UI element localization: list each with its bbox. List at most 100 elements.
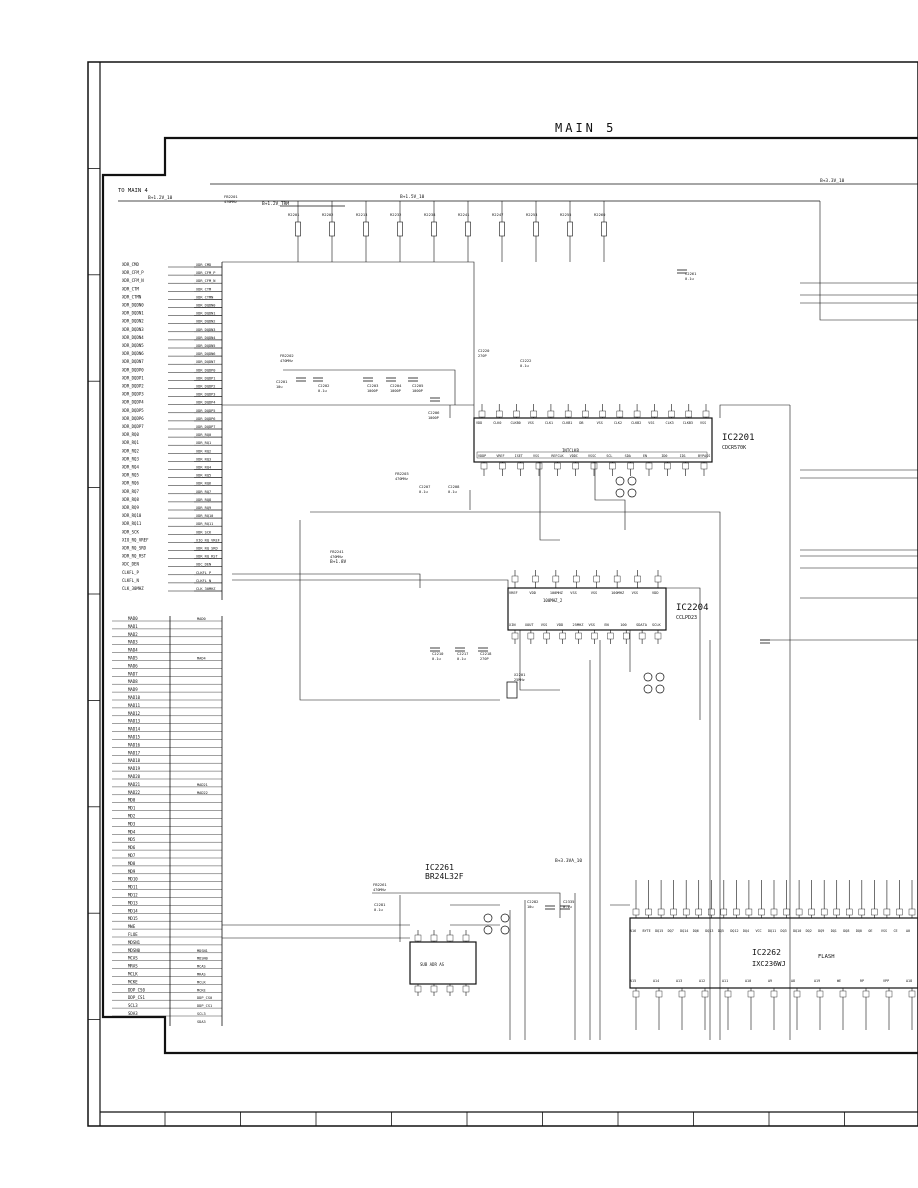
bus-signal-label-inner: XDR_DQDP3	[196, 393, 215, 397]
ic-pin-label: 25MHZ	[573, 623, 585, 627]
mad-signal-label: MRAS	[128, 964, 138, 969]
component-ref: C2201	[276, 379, 288, 384]
mad-signal-label-inner: MCLK	[197, 980, 206, 984]
bus-signal-label: XDR_DQDN7	[122, 359, 144, 364]
transistor-symbols	[483, 476, 665, 935]
resistor-ref: R2213	[356, 212, 367, 217]
bus-signal-label: XDR_SCK	[122, 529, 139, 534]
bus-signal-label: XDR_DQDN3	[122, 327, 144, 332]
bus-signal-label: XDR_DQDN6	[122, 351, 144, 356]
bus-signal-label-inner: XDR_DQDP2	[196, 385, 215, 389]
ic-pin-label: CLKB0	[510, 421, 520, 425]
mad-signal-label: MCAS	[128, 956, 138, 961]
ic-pin-label: DQ14	[680, 929, 688, 933]
mad-signal-label: MAD16	[128, 742, 141, 747]
mad-signal-label: MCLK	[128, 972, 138, 977]
ic-pin-label: DQ6	[693, 929, 699, 933]
component-ref: C2206	[428, 410, 440, 415]
ic-pin-label: BYTE	[643, 929, 651, 933]
outer-border	[87, 61, 918, 1127]
bus-signal-label: XDR_RQ11	[122, 521, 142, 526]
mad-signal-label: MAD15	[128, 735, 141, 740]
bus-signal-label-inner: XDR_DQDP7	[196, 425, 215, 429]
power-net-label: B+1.5V_10	[400, 194, 425, 200]
ic-pin-label: VSS	[881, 929, 887, 933]
mad-signal-label: MAD6	[128, 663, 138, 668]
mad-signal-label: MD3	[128, 821, 136, 826]
power-net-label: B+3.3VA_10	[555, 858, 582, 864]
component-ref: FB2261	[373, 882, 387, 887]
ic-pin-label: DB	[579, 421, 583, 425]
bus-signal-label-inner: XDR_DQDN4	[196, 336, 215, 340]
ic-pin-label: VSS	[700, 421, 706, 425]
ic-pin-label: DQ12	[730, 929, 738, 933]
mad-signal-label-inner: MCKE	[197, 988, 206, 992]
bus-signal-label: XDR_DQDN0	[122, 303, 144, 308]
ic-pin-label: VSSC	[588, 454, 596, 458]
mad-signal-label-inner: MRAS	[197, 973, 206, 977]
mad-signal-label: SDA3	[128, 1011, 138, 1016]
ic-pin-label: VPP	[883, 979, 889, 983]
ic-pin-label: VSS	[533, 454, 539, 458]
bus-signal-label-inner: XDR_RQ4	[196, 466, 211, 470]
mad-signal-label: MWE	[128, 924, 136, 929]
side-grid-ticks	[88, 61, 100, 1020]
component-ref: FB2241	[330, 549, 344, 554]
ic-pin-label: ISET	[515, 454, 523, 458]
ic-pin-label: A10	[745, 979, 751, 983]
component-ref: C2204	[390, 383, 402, 388]
mad-signal-label: MD9	[128, 869, 136, 874]
mad-signal-label: MD15	[128, 916, 138, 921]
mad-signal-label: MAD13	[128, 719, 141, 724]
ic-pin-label: RP	[860, 979, 864, 983]
component-value: 0.1u	[419, 490, 428, 494]
component-value: 270P	[478, 354, 487, 358]
ic-pin-label: VSS	[588, 623, 595, 627]
mad-signal-label: MD8	[128, 861, 136, 866]
mad-signal-label: MD1	[128, 806, 136, 811]
ic-pin-label: VSS	[541, 623, 548, 627]
bus-signal-label-inner: XDR_RQ7	[196, 490, 211, 494]
ic-part: CCLPD23	[676, 615, 697, 621]
ic-ref: IC2201	[722, 433, 755, 443]
bus-signal-label: CLKFL_P	[122, 570, 139, 575]
bus-signal-label: XDR_RQ8	[122, 497, 139, 502]
bus-signal-label-inner: XDR_RQ5	[196, 474, 211, 478]
bus-signal-label: XDR_RQ_RST	[122, 554, 147, 559]
bus-signal-label: XDR_RQ6	[122, 481, 139, 486]
ic-pin-label: VDD	[652, 591, 659, 595]
component-ref: C2261	[685, 271, 697, 276]
to-main-label: TO MAIN 4	[118, 188, 148, 194]
bus-signal-label: XDR_RQ_SRD	[122, 546, 147, 551]
ic-pin-label: A0	[906, 929, 910, 933]
mad-signal-label: MAD14	[128, 727, 141, 732]
mad-signal-label: MAD4	[128, 648, 138, 653]
ic-pin-label: CLKB3	[683, 421, 693, 425]
resistor-ref: R2253	[526, 212, 537, 217]
ic-pin-label: WE	[837, 979, 841, 983]
ic-pin-label: 100MHZ	[550, 591, 564, 595]
ic-pin-label: SDA	[625, 454, 631, 458]
ic-ref: IC2204	[676, 603, 709, 613]
bus-signal-label: XDR_DQDP6	[122, 416, 144, 421]
bus-signal-label-inner: XDR_RQ6	[196, 482, 211, 486]
component-ref: X2201	[514, 672, 526, 677]
bus-signal-label: XDR_DQDP3	[122, 392, 144, 397]
resistor-ref: R2260	[594, 212, 606, 217]
mad-signal-label: MAD22	[128, 790, 141, 795]
component-value: 0.1u	[685, 277, 694, 281]
ic2261-pins	[414, 930, 470, 996]
component-value: 0.1u	[457, 657, 466, 661]
bus-signal-label: XDR_DQDP7	[122, 424, 144, 429]
component-ref: C2205	[412, 383, 423, 388]
mad-signal-label-inner: SDA3	[197, 1020, 206, 1024]
ic-pin-label: EN	[604, 623, 608, 627]
mad-signal-label-inner: MAD21	[197, 783, 208, 787]
component-value: 470MHz	[280, 359, 293, 363]
bus-signal-label-inner: XDR_DQDP6	[196, 417, 215, 421]
bus-signal-label: XDR_RQ0	[122, 432, 139, 437]
bus-signal-label: XDR_RQ10	[122, 513, 142, 518]
